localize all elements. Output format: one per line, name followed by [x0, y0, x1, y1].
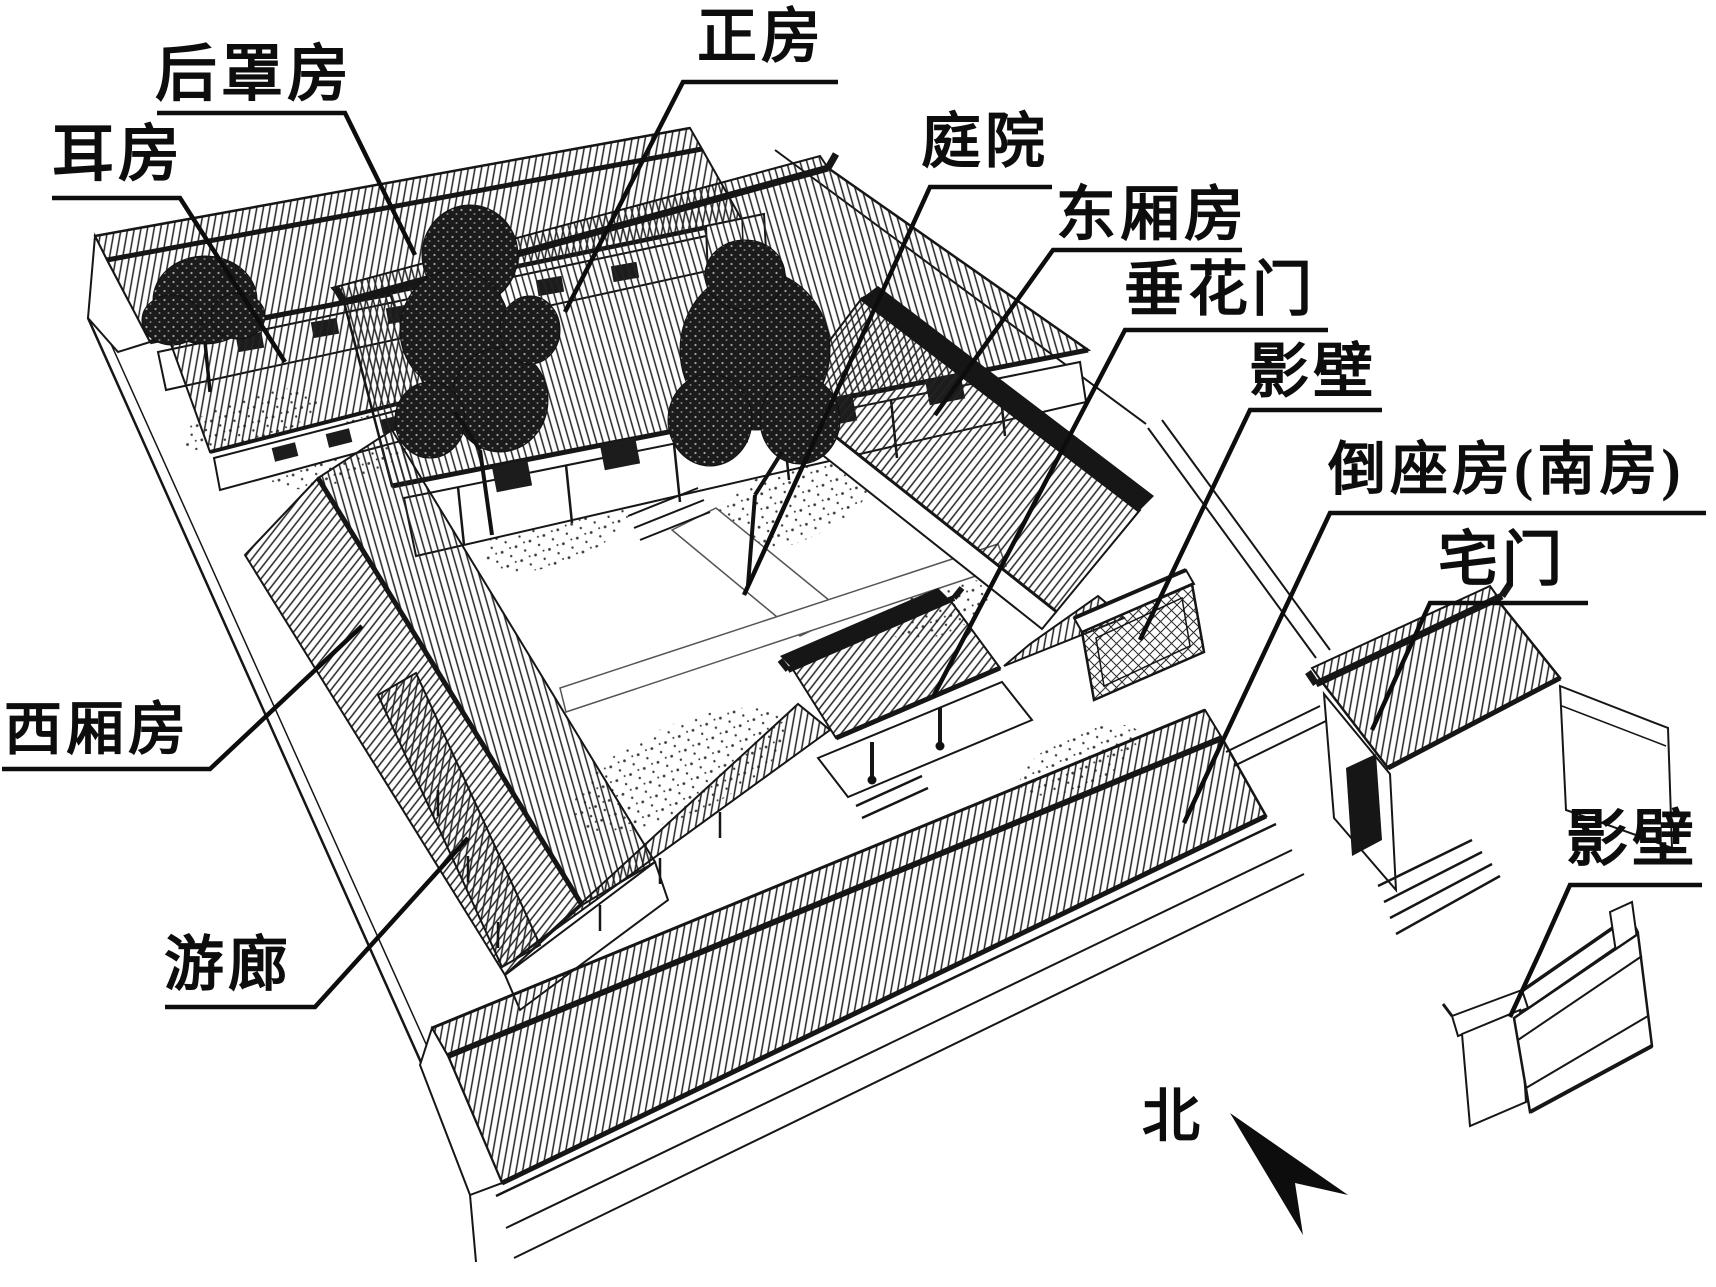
- label-xi-xiang-fang: 西厢房: [4, 697, 190, 762]
- label-ying-bi-outer: 影壁: [1566, 805, 1698, 874]
- main-hall-steps: [627, 487, 711, 541]
- leader-ting-yuan: [741, 184, 1052, 596]
- tree: [394, 204, 561, 536]
- label-zheng-fang: 正房: [697, 4, 825, 70]
- labels: 后罩房 耳房 正房 庭院 东厢房 垂花门 影壁 倒座房(南房) 宅门 西厢房 游…: [4, 4, 1698, 998]
- leader-you-lang: [165, 836, 470, 1010]
- leader-ying-bi-outer: [1507, 882, 1702, 1018]
- inner-screen-wall: [1072, 568, 1206, 702]
- gate-door: [1346, 754, 1382, 856]
- north-arrow-icon: [1230, 1113, 1348, 1235]
- leader-er-fang: [52, 195, 287, 364]
- label-ting-yuan: 庭院: [921, 109, 1049, 175]
- label-dao-zuo-fang: 倒座房(南房): [1327, 437, 1685, 502]
- label-hou-zhao-fang: 后罩房: [155, 40, 353, 109]
- leader-ying-bi-inner: [1137, 407, 1382, 641]
- leader-dong-xiang-fang: [933, 247, 1242, 417]
- festooned-gate: [777, 586, 1034, 820]
- leader-chui-hua-men: [931, 327, 1328, 699]
- east-wing: [770, 286, 1154, 631]
- outer-screen-wall: [1441, 900, 1654, 1128]
- leader-zheng-fang: [562, 79, 838, 314]
- leader-lines: [2, 79, 1706, 1018]
- leader-zhai-men: [1369, 600, 1588, 731]
- leader-hou-zhao-fang: [157, 110, 418, 256]
- label-er-fang: 耳房: [52, 120, 184, 189]
- compass: 北: [1142, 1084, 1348, 1235]
- gate-house: [1225, 582, 1674, 936]
- label-ying-bi-inner: 影壁: [1249, 339, 1377, 405]
- label-dong-xiang-fang: 东厢房: [1056, 182, 1248, 248]
- label-you-lang: 游廊: [164, 932, 292, 998]
- tree: [667, 239, 841, 586]
- leader-xi-xiang-fang: [2, 624, 364, 772]
- leader-dao-zuo-fang: [1181, 510, 1706, 824]
- gate-steps: [1377, 838, 1501, 936]
- north-label: 北: [1142, 1084, 1204, 1149]
- label-zhai-men: 宅门: [1438, 527, 1566, 593]
- corridor-posts: [436, 790, 722, 948]
- label-chui-hua-men: 垂花门: [1124, 257, 1316, 323]
- south-building: [418, 708, 1305, 1263]
